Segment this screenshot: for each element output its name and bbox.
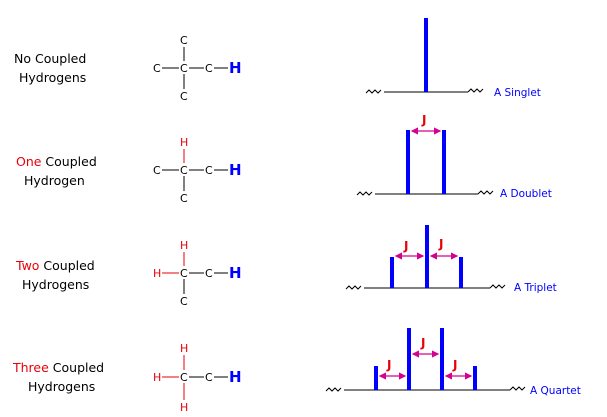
row2-baseline-break-right <box>477 190 494 195</box>
row4-atom-left-h: H <box>153 371 161 384</box>
row3-spectrum: J J A Triplet <box>345 225 557 294</box>
row3-baseline-break-right <box>489 284 506 289</box>
row4-label-line1: Three Coupled <box>12 360 104 375</box>
row3-red-word: Two <box>15 258 39 273</box>
row1-label-line1: No Coupled <box>14 51 86 66</box>
row3-atom-center: C <box>180 267 188 280</box>
row4-spectrum: J J J A Quartet <box>325 328 581 397</box>
row2-red-word: One <box>16 154 42 169</box>
row3-atom-left-h: H <box>153 267 161 280</box>
row3-atom-right: C <box>205 267 213 280</box>
row-triplet: Two Coupled Hydrogens H H C C C H J <box>15 225 557 308</box>
row1-observed-h: H <box>229 59 242 77</box>
row1-baseline-break-right <box>467 88 484 93</box>
row2-atom-center: C <box>180 164 188 177</box>
row4-atom-bottom-h: H <box>180 401 188 414</box>
row-quartet: Three Coupled Hydrogens H H C C H H <box>12 328 581 414</box>
row2-atom-bottom: C <box>180 192 188 205</box>
row3-label-rest: Coupled <box>39 258 94 273</box>
row1-baseline-break-left <box>365 89 382 94</box>
row2-observed-h: H <box>229 161 242 179</box>
row1-label-line2: Hydrogens <box>19 70 86 85</box>
row4-label-rest: Coupled <box>49 360 104 375</box>
row2-baseline-break-left <box>356 191 373 196</box>
row-doublet: One Coupled Hydrogen H C C C C H J A Dou… <box>16 113 552 205</box>
row1-atom-top: C <box>180 34 188 47</box>
row2-j-label-1: J <box>421 113 426 127</box>
row1-molecule: C C C C C H <box>153 34 242 103</box>
row1-pattern-label: A Singlet <box>494 87 541 99</box>
row3-atom-top-h: H <box>180 239 188 252</box>
row1-atom-left: C <box>153 62 161 75</box>
row3-atom-bottom: C <box>180 295 188 308</box>
row3-label-line1: Two Coupled <box>15 258 95 273</box>
row2-molecule: H C C C C H <box>153 136 242 205</box>
row2-label-line1: One Coupled <box>16 154 97 169</box>
row4-molecule: H H C C H H <box>153 342 242 414</box>
row4-pattern-label: A Quartet <box>530 385 581 397</box>
row4-atom-center: C <box>180 371 188 384</box>
row4-j-label-3: J <box>452 358 457 372</box>
row1-atom-center: C <box>180 62 188 75</box>
row1-atom-bottom: C <box>180 90 188 103</box>
row2-atom-left: C <box>153 164 161 177</box>
row2-spectrum: J A Doublet <box>356 113 552 200</box>
row-singlet: No Coupled Hydrogens C C C C C H A Singl… <box>14 18 541 103</box>
row3-label-line2: Hydrogens <box>22 277 89 292</box>
row3-molecule: H H C C C H <box>153 239 242 308</box>
row3-j-label-1: J <box>403 239 408 253</box>
row4-j-label-1: J <box>386 358 391 372</box>
row2-label-rest: Coupled <box>41 154 96 169</box>
row3-j-label-2: J <box>438 237 443 251</box>
row4-observed-h: H <box>229 368 242 386</box>
row4-j-label-2: J <box>420 336 425 350</box>
row4-red-word: Three <box>12 360 49 375</box>
row3-baseline-break-left <box>345 285 362 290</box>
row4-baseline-break-right <box>509 386 526 391</box>
row1-spectrum: A Singlet <box>365 18 541 99</box>
row2-pattern-label: A Doublet <box>500 188 552 200</box>
row4-baseline-break-left <box>325 387 342 392</box>
row4-atom-top-h: H <box>180 342 188 355</box>
row2-atom-right: C <box>205 164 213 177</box>
row4-atom-right: C <box>205 371 213 384</box>
row3-observed-h: H <box>229 264 242 282</box>
row2-label-line2: Hydrogen <box>24 173 85 188</box>
row4-label-line2: Hydrogens <box>28 379 95 394</box>
row3-pattern-label: A Triplet <box>514 282 557 294</box>
row2-atom-top-h: H <box>180 136 188 149</box>
row1-atom-right: C <box>205 62 213 75</box>
